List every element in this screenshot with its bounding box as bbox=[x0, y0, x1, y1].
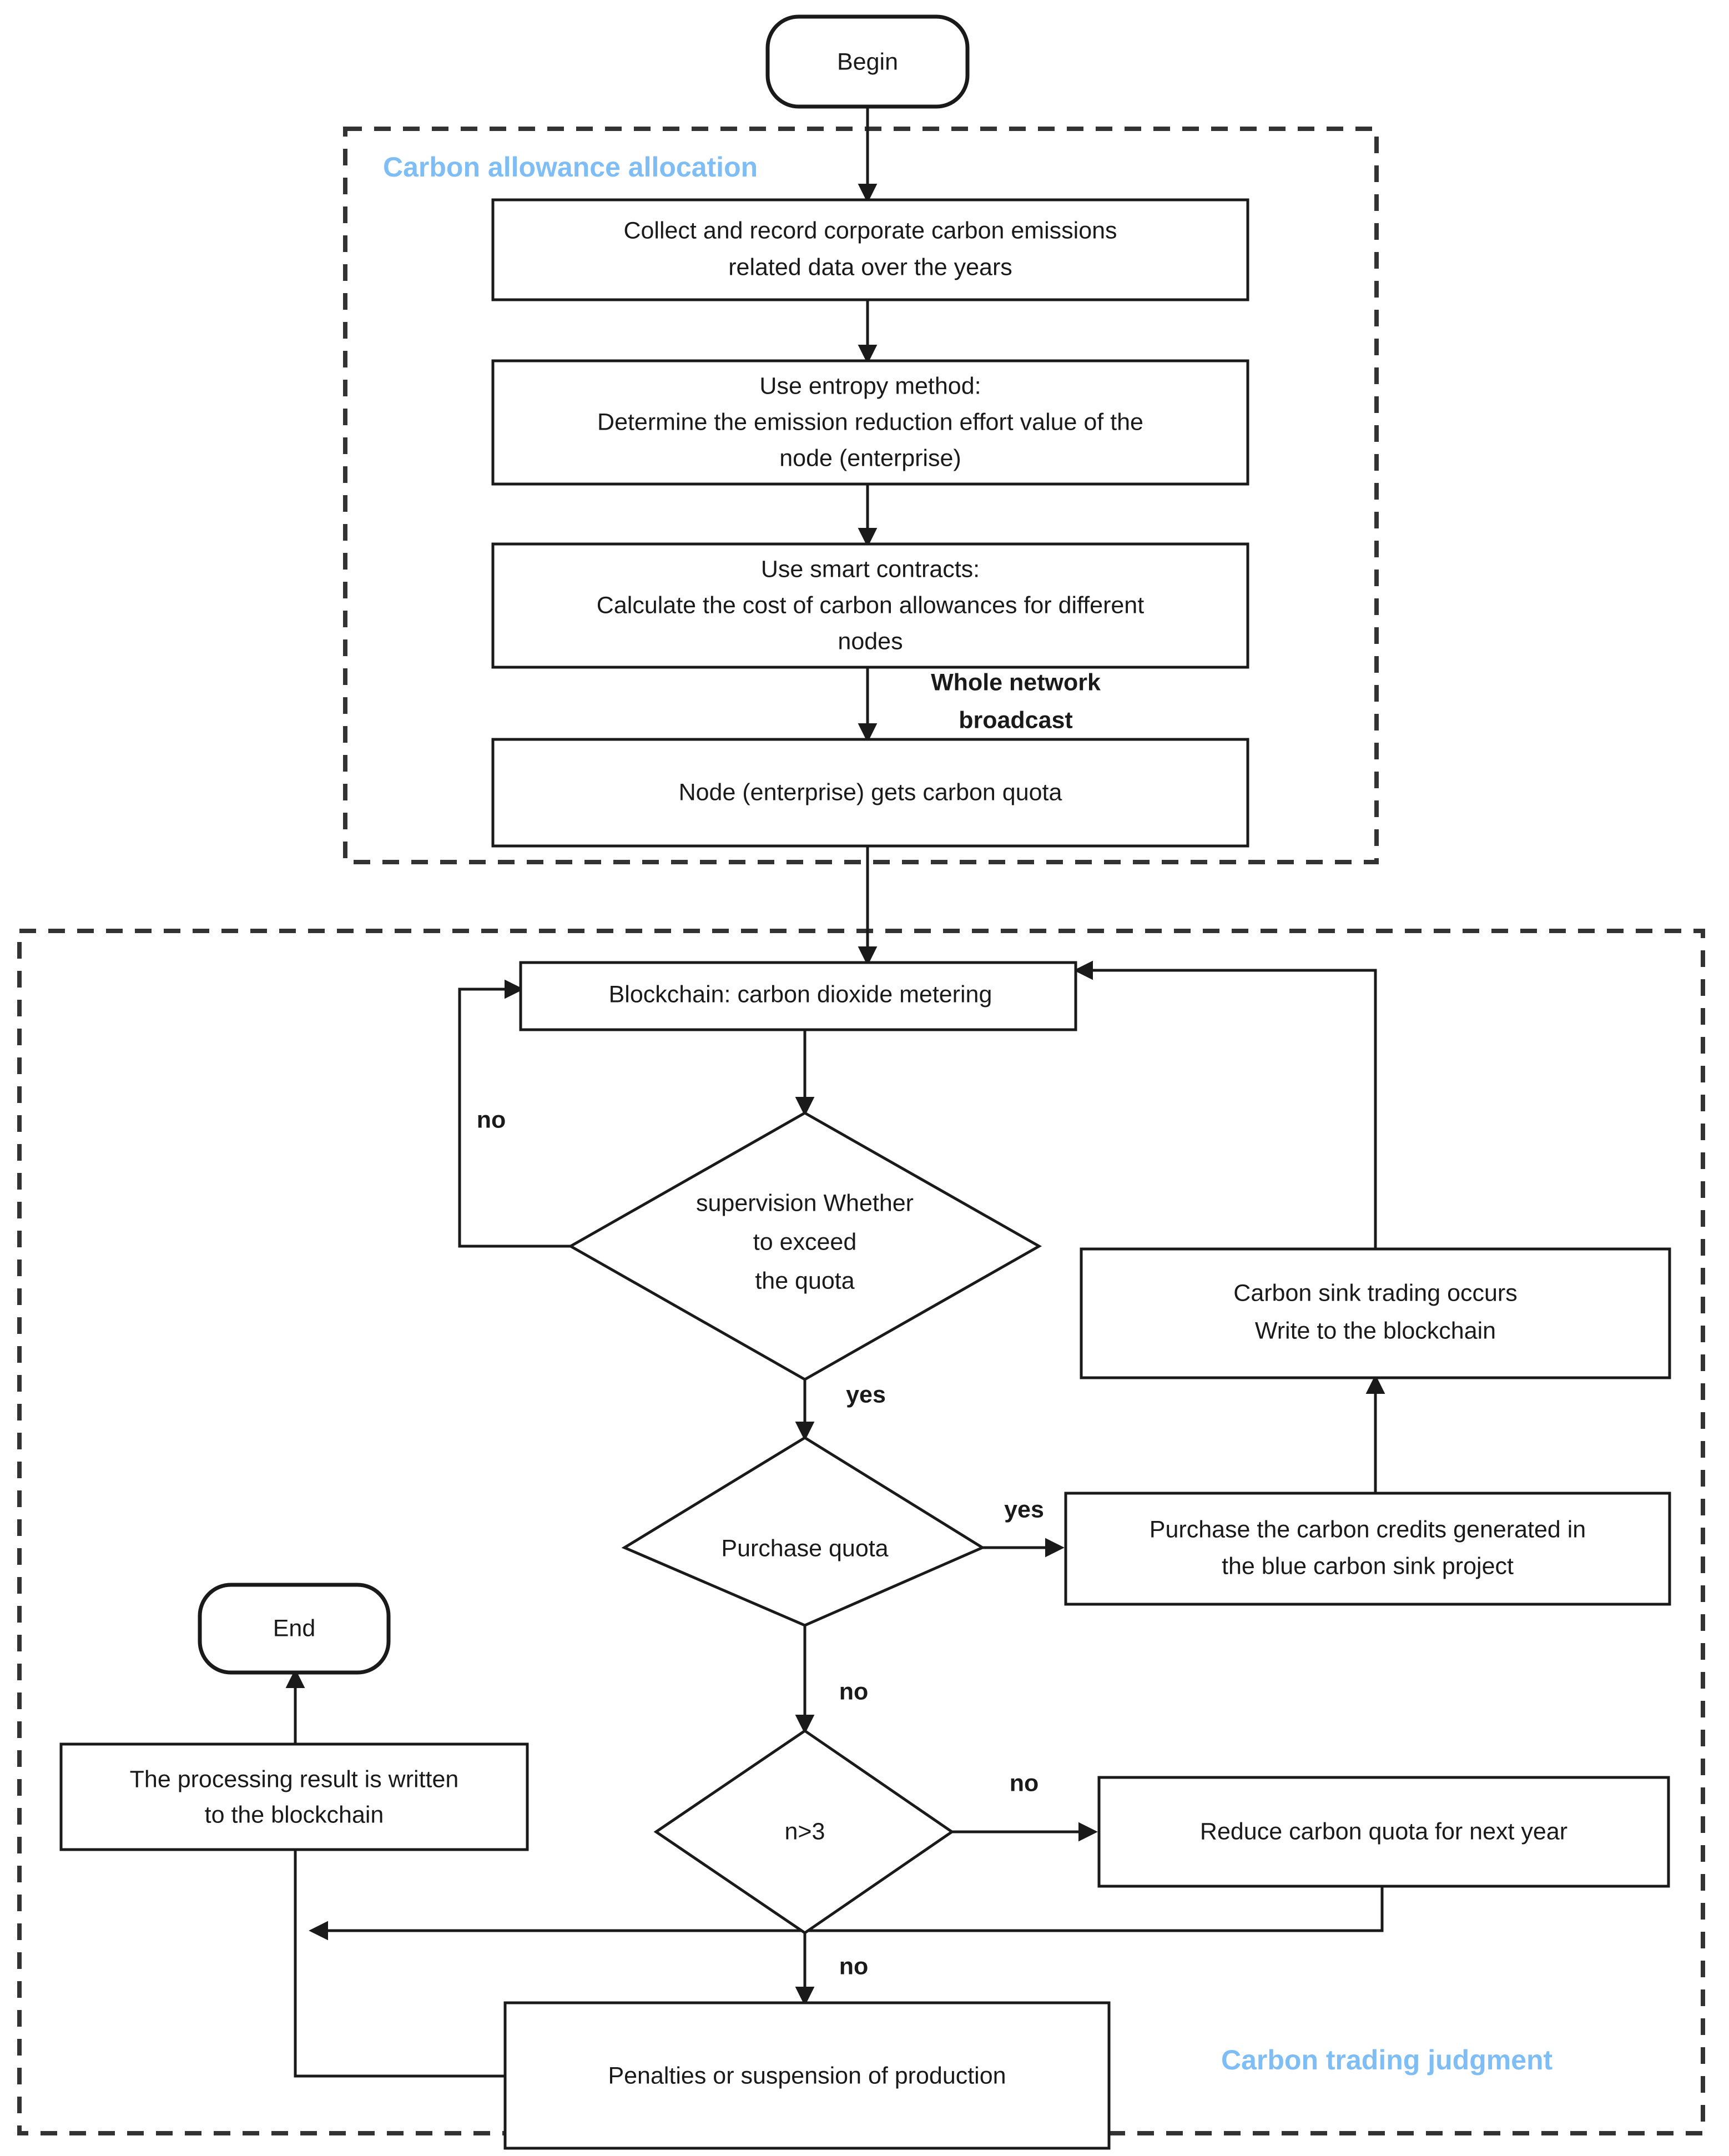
node-begin[interactable]: Begin bbox=[765, 14, 970, 109]
node-blockchain-metering[interactable]: Blockchain: carbon dioxide metering bbox=[519, 961, 1077, 1031]
node-reduce-carbon-quota[interactable]: Reduce carbon quota for next year bbox=[1097, 1776, 1670, 1888]
node-begin-label: Begin bbox=[837, 48, 898, 75]
node-end[interactable]: End bbox=[198, 1583, 391, 1675]
node-supervision-decision-line1: supervision Whether bbox=[696, 1190, 914, 1216]
node-reduce-carbon-quota-label: Reduce carbon quota for next year bbox=[1200, 1818, 1567, 1845]
node-processing-result-written-line1: The processing result is written bbox=[130, 1766, 459, 1792]
edge-label-purchase-no: no bbox=[839, 1678, 869, 1705]
node-carbon-sink-trading-line1: Carbon sink trading occurs bbox=[1233, 1280, 1517, 1306]
node-penalties-suspension-label: Penalties or suspension of production bbox=[608, 2062, 1006, 2089]
node-gets-carbon-quota-shape bbox=[491, 738, 1249, 848]
node-n-greater-than-3-decision-shape bbox=[653, 1729, 955, 1935]
node-smart-contracts-line1: Use smart contracts: bbox=[761, 556, 980, 582]
node-end-shape bbox=[198, 1583, 391, 1675]
node-smart-contracts-line2: Calculate the cost of carbon allowances … bbox=[597, 592, 1144, 618]
node-entropy-method[interactable]: Use entropy method: Determine the emissi… bbox=[491, 359, 1249, 486]
node-purchase-quota-decision[interactable]: Purchase quota bbox=[621, 1436, 986, 1627]
node-blockchain-metering-label: Blockchain: carbon dioxide metering bbox=[609, 981, 992, 1008]
node-collect-record-line1: Collect and record corporate carbon emis… bbox=[623, 217, 1117, 244]
node-smart-contracts-line3: nodes bbox=[838, 628, 903, 654]
node-carbon-sink-trading-line2: Write to the blockchain bbox=[1255, 1317, 1496, 1344]
node-supervision-decision-line3: the quota bbox=[755, 1267, 854, 1294]
edge-supervision-no-to-metering bbox=[458, 979, 571, 1248]
node-entropy-method-line1: Use entropy method: bbox=[759, 372, 981, 399]
node-purchase-carbon-credits-line1: Purchase the carbon credits generated in bbox=[1150, 1516, 1586, 1543]
node-processing-result-written[interactable]: The processing result is written to the … bbox=[59, 1742, 529, 1851]
node-purchase-quota-decision-label: Purchase quota bbox=[721, 1535, 888, 1561]
node-gets-carbon-quota[interactable]: Node (enterprise) gets carbon quota bbox=[491, 738, 1249, 848]
node-n-greater-than-3-decision-label: n>3 bbox=[785, 1818, 825, 1845]
group-label-carbon-trading-judgment: Carbon trading judgment bbox=[1221, 2044, 1553, 2076]
group-label-carbon-allowance-allocation: Carbon allowance allocation bbox=[383, 152, 758, 183]
node-supervision-decision-line2: to exceed bbox=[753, 1228, 856, 1255]
node-carbon-sink-trading-shape bbox=[1080, 1247, 1671, 1379]
node-begin-shape bbox=[765, 14, 970, 109]
node-collect-record[interactable]: Collect and record corporate carbon emis… bbox=[491, 198, 1249, 301]
edge-label-ngt3-no-down: no bbox=[839, 1953, 869, 1979]
node-reduce-carbon-quota-shape bbox=[1097, 1776, 1670, 1888]
group-carbon-allowance-allocation bbox=[343, 127, 1379, 864]
edge-sinktrade-to-metering bbox=[1073, 960, 1377, 1249]
node-purchase-carbon-credits-line2: the blue carbon sink project bbox=[1222, 1553, 1514, 1579]
node-supervision-decision[interactable]: supervision Whether to exceed the quota bbox=[567, 1111, 1042, 1381]
node-penalties-suspension-shape bbox=[503, 2001, 1111, 2150]
node-entropy-method-line2: Determine the emission reduction effort … bbox=[597, 409, 1143, 435]
edge-penalties-to-written bbox=[285, 1815, 505, 2078]
node-carbon-sink-trading[interactable]: Carbon sink trading occurs Write to the … bbox=[1080, 1247, 1671, 1379]
node-purchase-quota-decision-shape bbox=[621, 1436, 986, 1627]
node-processing-result-written-shape bbox=[59, 1742, 529, 1851]
node-penalties-suspension[interactable]: Penalties or suspension of production bbox=[503, 2001, 1111, 2150]
node-smart-contracts[interactable]: Use smart contracts: Calculate the cost … bbox=[491, 542, 1249, 669]
node-processing-result-written-line2: to the blockchain bbox=[205, 1801, 384, 1828]
node-collect-record-shape bbox=[491, 198, 1249, 301]
edge-reduce-to-written bbox=[309, 1886, 1384, 1941]
node-entropy-method-line3: node (enterprise) bbox=[779, 445, 961, 471]
node-purchase-carbon-credits[interactable]: Purchase the carbon credits generated in… bbox=[1064, 1492, 1671, 1606]
node-gets-carbon-quota-label: Node (enterprise) gets carbon quota bbox=[679, 779, 1062, 805]
node-blockchain-metering-shape bbox=[519, 961, 1077, 1031]
edge-label-broadcast: broadcast bbox=[959, 707, 1073, 733]
edge-label-supervision-no: no bbox=[477, 1106, 506, 1133]
node-n-greater-than-3-decision[interactable]: n>3 bbox=[653, 1729, 955, 1935]
node-end-label: End bbox=[273, 1615, 316, 1641]
node-smart-contracts-shape bbox=[491, 542, 1249, 669]
node-supervision-decision-shape bbox=[567, 1111, 1042, 1381]
node-collect-record-line2: related data over the years bbox=[728, 254, 1012, 280]
node-purchase-carbon-credits-shape bbox=[1064, 1492, 1671, 1606]
edge-label-ngt3-no-right: no bbox=[1010, 1770, 1039, 1796]
edge-label-supervision-yes: yes bbox=[846, 1381, 886, 1408]
edge-label-purchase-yes: yes bbox=[1004, 1496, 1044, 1523]
edge-label-whole-network: Whole network bbox=[931, 669, 1101, 696]
node-entropy-method-shape bbox=[491, 359, 1249, 486]
